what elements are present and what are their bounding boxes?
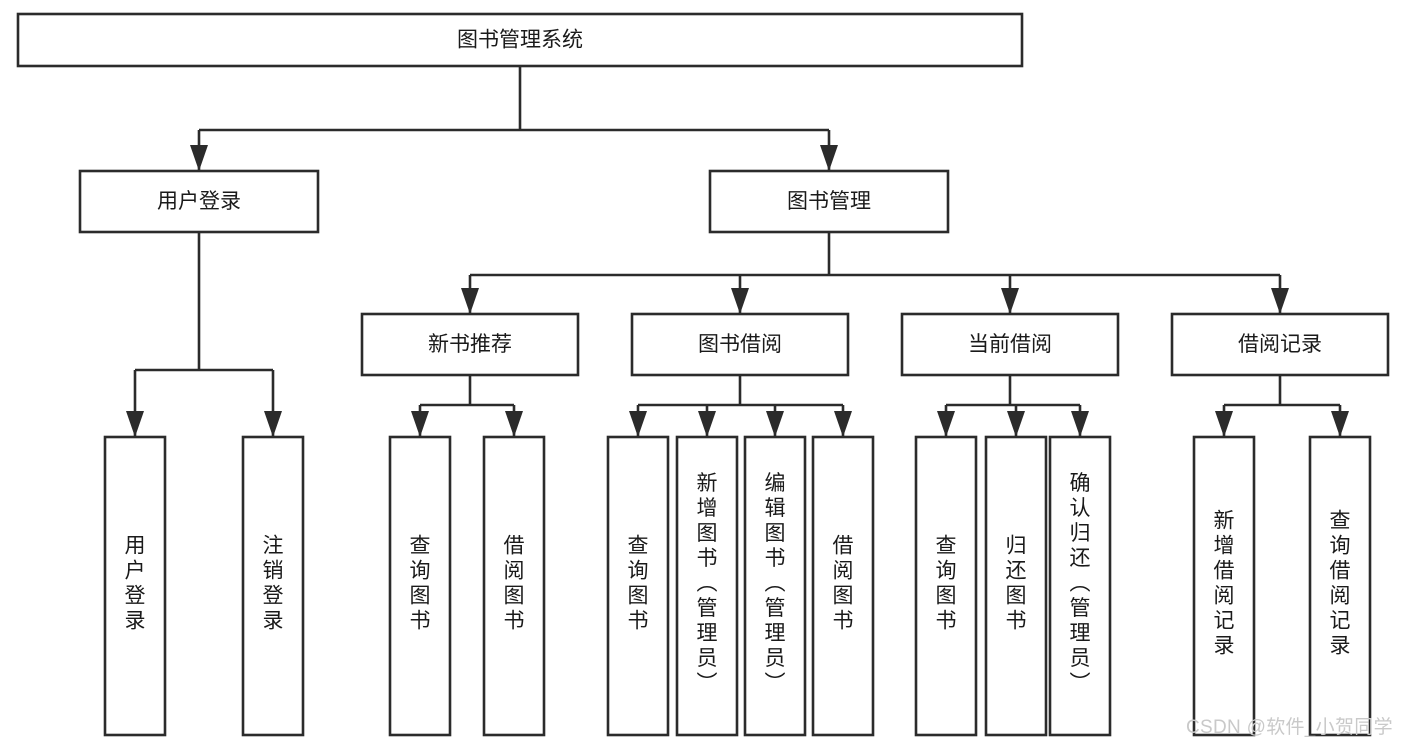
- node-book-manage-label: 图书管理: [787, 190, 871, 213]
- arrow-head-borrow-record-leaf-0: [1215, 411, 1233, 437]
- node-root-图书管理系统-rect: [16, 12, 1024, 68]
- node-leaf-borrow-book-1[interactable]: 借阅图书: [482, 435, 546, 737]
- node-leaf-query-book-2-label: 查询图书: [628, 535, 649, 633]
- node-leaf-query-book-1-label: 查询图书: [410, 535, 431, 633]
- node-leaf-query-record-label: 查询借阅记录: [1330, 510, 1351, 658]
- arrow-head-new-book-rec-leaf-1: [505, 411, 523, 437]
- node-leaf-user-login-rect: [103, 435, 167, 737]
- node-leaf-confirm-return-label: 确认归还︵管理员︶: [1070, 472, 1091, 695]
- arrow-head-book-borrow-leaf-1: [698, 411, 716, 437]
- node-leaf-query-book-3-label: 查询图书: [936, 535, 957, 633]
- node-new-book-rec[interactable]: 新书推荐: [360, 312, 580, 377]
- node-leaf-logout[interactable]: 注销登录: [241, 435, 305, 737]
- node-book-borrow-rect: [630, 312, 850, 377]
- node-book-manage-rect: [708, 169, 950, 234]
- node-leaf-add-book-label: 新增图书︵管理员︶: [697, 472, 718, 695]
- node-leaf-return-book[interactable]: 归还图书: [984, 435, 1048, 737]
- arrow-head-book-borrow-leaf-2: [766, 411, 784, 437]
- arrow-head-borrow-record-leaf-1: [1331, 411, 1349, 437]
- arrow-head-current-borrow-leaf-0: [937, 411, 955, 437]
- arrow-head-bookmanage-branch-0: [461, 288, 479, 314]
- node-leaf-add-record-label: 新增借阅记录: [1214, 510, 1235, 658]
- node-borrow-record-label: 借阅记录: [1238, 333, 1322, 356]
- node-root-图书管理系统[interactable]: 图书管理系统: [16, 12, 1024, 68]
- node-leaf-confirm-return-rect: [1048, 435, 1112, 737]
- node-leaf-confirm-return[interactable]: 确认归还︵管理员︶: [1048, 435, 1112, 737]
- arrow-head-book-borrow-leaf-3: [834, 411, 852, 437]
- node-leaf-borrow-book-2-label: 借阅图书: [833, 535, 854, 633]
- node-leaf-query-book-1-rect: [388, 435, 452, 737]
- node-leaf-query-book-2-rect: [606, 435, 670, 737]
- node-leaf-return-book-rect: [984, 435, 1048, 737]
- arrow-head-current-borrow-leaf-2: [1071, 411, 1089, 437]
- node-leaf-user-login[interactable]: 用户登录: [103, 435, 167, 737]
- arrow-head-current-borrow-leaf-1: [1007, 411, 1025, 437]
- arrow-head-root-branch-0: [190, 145, 208, 171]
- arrow-head-bookmanage-branch-1: [731, 288, 749, 314]
- node-book-borrow[interactable]: 图书借阅: [630, 312, 850, 377]
- node-book-borrow-label: 图书借阅: [698, 333, 782, 356]
- node-leaf-return-book-label: 归还图书: [1006, 535, 1027, 633]
- node-leaf-borrow-book-1-label: 借阅图书: [504, 535, 525, 633]
- node-leaf-add-book[interactable]: 新增图书︵管理员︶: [675, 435, 739, 737]
- node-leaf-add-record[interactable]: 新增借阅记录: [1192, 435, 1256, 737]
- node-leaf-logout-rect: [241, 435, 305, 737]
- node-leaf-logout-label: 注销登录: [263, 535, 284, 633]
- node-leaf-query-book-2[interactable]: 查询图书: [606, 435, 670, 737]
- arrow-head-bookmanage-branch-2: [1001, 288, 1019, 314]
- connectors-layer: [126, 66, 1349, 437]
- nodes-layer: 图书管理系统用户登录图书管理新书推荐图书借阅当前借阅借阅记录用户登录注销登录查询…: [16, 12, 1390, 737]
- arrow-head-bookmanage-branch-3: [1271, 288, 1289, 314]
- node-leaf-borrow-book-1-rect: [482, 435, 546, 737]
- node-current-borrow-label: 当前借阅: [968, 333, 1052, 356]
- node-borrow-record[interactable]: 借阅记录: [1170, 312, 1390, 377]
- node-book-manage[interactable]: 图书管理: [708, 169, 950, 234]
- node-leaf-edit-book-rect: [743, 435, 807, 737]
- node-root-图书管理系统-label: 图书管理系统: [457, 29, 583, 52]
- node-current-borrow-rect: [900, 312, 1120, 377]
- node-leaf-borrow-book-2-rect: [811, 435, 875, 737]
- node-leaf-borrow-book-2[interactable]: 借阅图书: [811, 435, 875, 737]
- csdn-watermark: CSDN @软件_小贺同学: [1186, 717, 1393, 738]
- node-new-book-rec-rect: [360, 312, 580, 377]
- node-leaf-query-book-1[interactable]: 查询图书: [388, 435, 452, 737]
- node-user-login-label: 用户登录: [157, 190, 241, 213]
- arrow-head-root-branch-1: [820, 145, 838, 171]
- node-borrow-record-rect: [1170, 312, 1390, 377]
- node-user-login-rect: [78, 169, 320, 234]
- node-leaf-add-book-rect: [675, 435, 739, 737]
- node-leaf-query-record-rect: [1308, 435, 1372, 737]
- arrow-head-new-book-rec-leaf-0: [411, 411, 429, 437]
- node-leaf-query-book-3-rect: [914, 435, 978, 737]
- arrow-head-user-login-leaf-0: [126, 411, 144, 437]
- arrow-head-book-borrow-leaf-0: [629, 411, 647, 437]
- node-leaf-add-record-rect: [1192, 435, 1256, 737]
- node-new-book-rec-label: 新书推荐: [428, 333, 512, 356]
- node-leaf-edit-book[interactable]: 编辑图书︵管理员︶: [743, 435, 807, 737]
- node-leaf-query-record[interactable]: 查询借阅记录: [1308, 435, 1372, 737]
- node-current-borrow[interactable]: 当前借阅: [900, 312, 1120, 377]
- arrow-head-user-login-leaf-1: [264, 411, 282, 437]
- node-leaf-edit-book-label: 编辑图书︵管理员︶: [765, 472, 786, 695]
- node-leaf-user-login-label: 用户登录: [125, 535, 146, 633]
- node-user-login[interactable]: 用户登录: [78, 169, 320, 234]
- node-leaf-query-book-3[interactable]: 查询图书: [914, 435, 978, 737]
